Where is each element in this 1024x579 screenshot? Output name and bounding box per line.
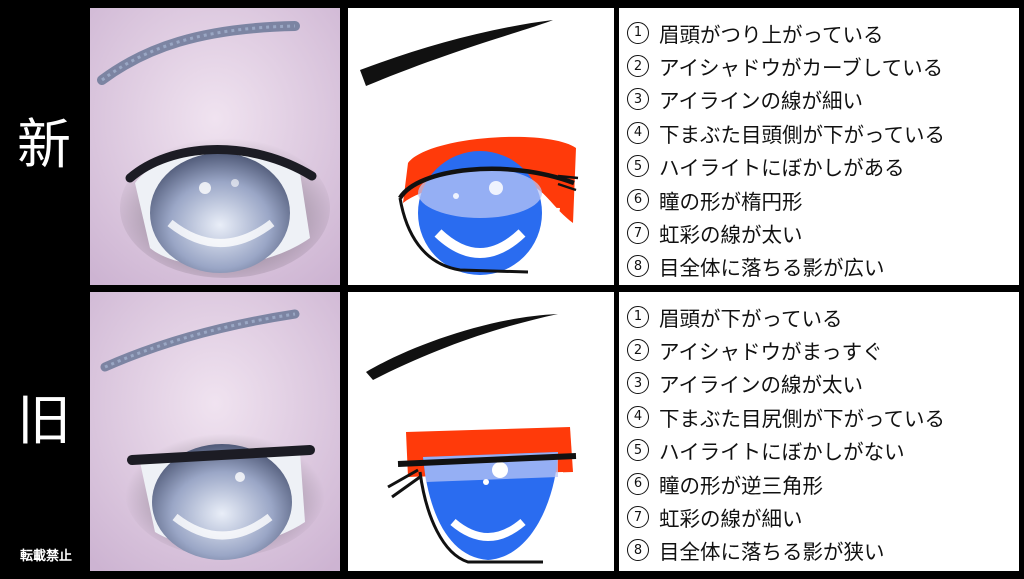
circled-number: 8 bbox=[627, 539, 649, 562]
old-eye-render bbox=[90, 292, 340, 571]
list-item: 4 下まぶた目頭側が下がっている bbox=[627, 116, 1019, 149]
list-item: 4 下まぶた目尻側が下がっている bbox=[627, 400, 1019, 433]
list-item-text: 眉頭が下がっている bbox=[659, 306, 843, 331]
circled-number: 6 bbox=[627, 472, 649, 495]
circled-number: 7 bbox=[627, 222, 649, 245]
list-item-text: ハイライトにぼかしがない bbox=[659, 440, 905, 465]
list-item: 2 アイシャドウがカーブしている bbox=[627, 49, 1019, 82]
old-version-label: 旧 bbox=[17, 389, 71, 452]
circled-number: 3 bbox=[627, 88, 649, 111]
list-item-text: 虹彩の線が細い bbox=[659, 507, 803, 532]
list-item-text: 眉頭がつり上がっている bbox=[659, 22, 884, 47]
circled-number: 8 bbox=[627, 255, 649, 278]
new-eye-illustration bbox=[348, 8, 614, 285]
list-item-text: アイシャドウがカーブしている bbox=[659, 56, 944, 81]
circled-number: 2 bbox=[627, 55, 649, 78]
new-eye-render bbox=[90, 8, 340, 285]
list-item-text: 目全体に落ちる影が広い bbox=[659, 256, 885, 281]
list-item-text: ハイライトにぼかしがある bbox=[659, 156, 905, 181]
list-item: 7 虹彩の線が太い bbox=[627, 216, 1019, 249]
list-item: 3 アイラインの線が太い bbox=[627, 367, 1019, 400]
old-eye-illustration bbox=[348, 292, 614, 571]
list-item-text: 下まぶた目尻側が下がっている bbox=[659, 406, 945, 431]
circled-number: 6 bbox=[627, 188, 649, 211]
circled-number: 1 bbox=[627, 21, 649, 44]
list-item: 8 目全体に落ちる影が狭い bbox=[627, 534, 1019, 567]
list-item: 1 眉頭がつり上がっている bbox=[627, 16, 1019, 49]
circled-number: 7 bbox=[627, 506, 649, 529]
list-item-text: アイラインの線が細い bbox=[659, 89, 863, 114]
circled-number: 5 bbox=[627, 155, 649, 178]
list-item: 8 目全体に落ちる影が広い bbox=[627, 250, 1019, 283]
old-features-list: 1 眉頭が下がっている 2 アイシャドウがまっすぐ 3 アイラインの線が太い 4 下まぶ… bbox=[619, 292, 1019, 571]
list-item-text: 目全体に落ちる影が狭い bbox=[659, 540, 885, 565]
new-features-list: 1 眉頭がつり上がっている 2 アイシャドウがカーブしている 3 アイラインの線が細い… bbox=[619, 8, 1019, 285]
new-version-label: 新 bbox=[17, 113, 71, 176]
circled-number: 4 bbox=[627, 405, 649, 428]
list-item: 5 ハイライトにぼかしがある bbox=[627, 150, 1019, 183]
list-item-text: 虹彩の線が太い bbox=[659, 223, 803, 248]
circled-number: 4 bbox=[627, 121, 649, 144]
list-item: 5 ハイライトにぼかしがない bbox=[627, 434, 1019, 467]
circled-number: 3 bbox=[627, 372, 649, 395]
list-item-text: アイシャドウがまっすぐ bbox=[659, 340, 883, 365]
list-item: 6 瞳の形が逆三角形 bbox=[627, 467, 1019, 500]
list-item-text: 瞳の形が逆三角形 bbox=[659, 473, 823, 498]
list-item-text: アイラインの線が太い bbox=[659, 373, 863, 398]
circled-number: 1 bbox=[627, 305, 649, 328]
list-item: 7 虹彩の線が細い bbox=[627, 500, 1019, 533]
list-item: 2 アイシャドウがまっすぐ bbox=[627, 333, 1019, 366]
circled-number: 2 bbox=[627, 339, 649, 362]
list-item-text: 瞳の形が楕円形 bbox=[659, 189, 803, 214]
list-item: 6 瞳の形が楕円形 bbox=[627, 183, 1019, 216]
list-item: 3 アイラインの線が細い bbox=[627, 83, 1019, 116]
list-item: 1 眉頭が下がっている bbox=[627, 300, 1019, 333]
circled-number: 5 bbox=[627, 439, 649, 462]
no-reprint-watermark: 転載禁止 bbox=[19, 549, 72, 564]
list-item-text: 下まぶた目頭側が下がっている bbox=[659, 122, 945, 147]
